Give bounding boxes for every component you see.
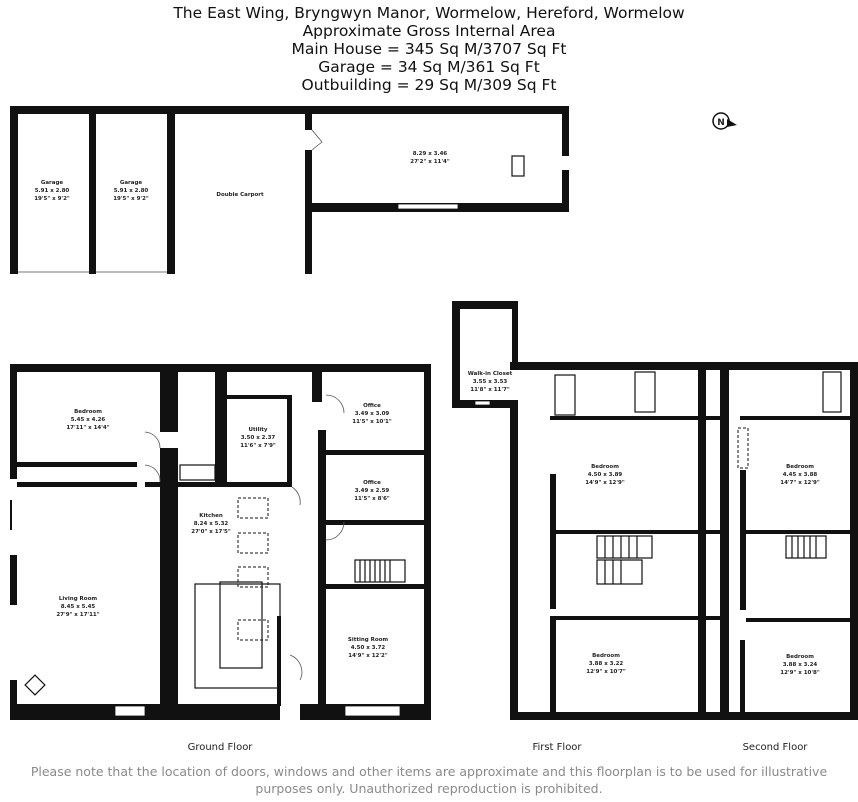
room-label: 3.49 x 2.59	[355, 488, 390, 494]
room-label: Garage	[41, 180, 64, 186]
room-label: Living Room	[59, 596, 97, 602]
room-label: 11'5" x 8'6"	[354, 496, 390, 502]
second-floor-label: Second Floor	[743, 742, 809, 753]
room-label: Bedroom	[786, 654, 814, 660]
room-label: Sitting Room	[348, 637, 389, 643]
room-label: 12'9" x 10'8"	[780, 670, 820, 676]
staircase-icon	[354, 559, 406, 583]
disclaimer-line-2: purposes only. Unauthorized reproduction…	[255, 781, 603, 796]
room-label: 27'9" x 17'11"	[56, 612, 99, 618]
room-label: 3.49 x 3.09	[355, 411, 390, 417]
room-label: 14'9" x 12'9"	[585, 480, 625, 486]
room-label: 8.29 x 3.46	[413, 151, 448, 157]
room-label: 5.45 x 4.26	[71, 417, 106, 423]
room-label: Double Carport	[216, 192, 264, 198]
first-floor-plan: Walk-in Closet 3.55 x 3.53 11'8" x 11'7"…	[452, 301, 729, 753]
ground-floor-plan: Bedroom 5.45 x 4.26 17'11" x 14'4" Utili…	[10, 364, 431, 753]
second-floor-plan: Bedroom 4.45 x 3.88 14'7" x 12'9" Bedroo…	[698, 362, 858, 753]
room-label: 17'11" x 14'4"	[66, 425, 109, 431]
room-label: Walk-in Closet	[468, 371, 513, 377]
room-label: Bedroom	[786, 464, 814, 470]
first-floor-label: First Floor	[532, 742, 582, 753]
room-label: 8.24 x 5.32	[194, 521, 229, 527]
room-label: 3.50 x 2.37	[241, 435, 276, 441]
room-label: 19'5" x 9'2"	[34, 196, 70, 202]
area-subtitle: Approximate Gross Internal Area	[302, 22, 556, 40]
room-label: Office	[363, 480, 381, 486]
ground-floor-label: Ground Floor	[188, 742, 254, 753]
room-label: 4.50 x 3.89	[588, 472, 623, 478]
room-label: 4.45 x 3.88	[783, 472, 818, 478]
room-label: 19'5" x 9'2"	[113, 196, 149, 202]
room-label: 3.88 x 3.24	[783, 662, 818, 668]
room-label: 5.91 x 2.80	[114, 188, 149, 194]
room-label: 27'2" x 11'4"	[410, 159, 450, 165]
garage-area: Garage = 34 Sq M/361 Sq Ft	[318, 58, 540, 76]
room-label: Kitchen	[199, 513, 223, 519]
room-label: Bedroom	[74, 409, 102, 415]
room-label: 3.55 x 3.53	[473, 379, 508, 385]
outbuilding-area: Outbuilding = 29 Sq M/309 Sq Ft	[301, 76, 557, 94]
north-arrow-icon: N	[712, 112, 737, 130]
room-label: N	[717, 118, 725, 128]
room-label: 14'9" x 12'2"	[348, 653, 388, 659]
main-house-area: Main House = 345 Sq M/3707 Sq Ft	[291, 40, 567, 58]
staircase-icon	[596, 535, 653, 585]
room-label: 11'5" x 10'1"	[352, 419, 392, 425]
room-label: Utility	[249, 427, 268, 433]
room-label: 11'6" x 7'9"	[240, 443, 276, 449]
property-address: The East Wing, Bryngwyn Manor, Wormelow,…	[173, 4, 685, 22]
disclaimer-line-1: Please note that the location of doors, …	[30, 764, 828, 779]
room-label: Bedroom	[592, 653, 620, 659]
outbuildings-plan: Garage 5.91 x 2.80 19'5" x 9'2" Garage 5…	[10, 106, 569, 274]
room-label: Office	[363, 403, 381, 409]
room-label: Garage	[120, 180, 143, 186]
room-label: 5.91 x 2.80	[35, 188, 70, 194]
room-label: 14'7" x 12'9"	[780, 480, 820, 486]
room-label: Bedroom	[591, 464, 619, 470]
room-label: 8.45 x 5.45	[61, 604, 96, 610]
room-label: 27'0" x 17'5"	[191, 529, 231, 535]
room-label: 3.88 x 3.22	[589, 661, 624, 667]
room-label: 12'9" x 10'7"	[586, 669, 626, 675]
staircase-icon	[785, 535, 827, 559]
room-label: 4.50 x 3.72	[351, 645, 386, 651]
room-label: 11'8" x 11'7"	[470, 387, 510, 393]
